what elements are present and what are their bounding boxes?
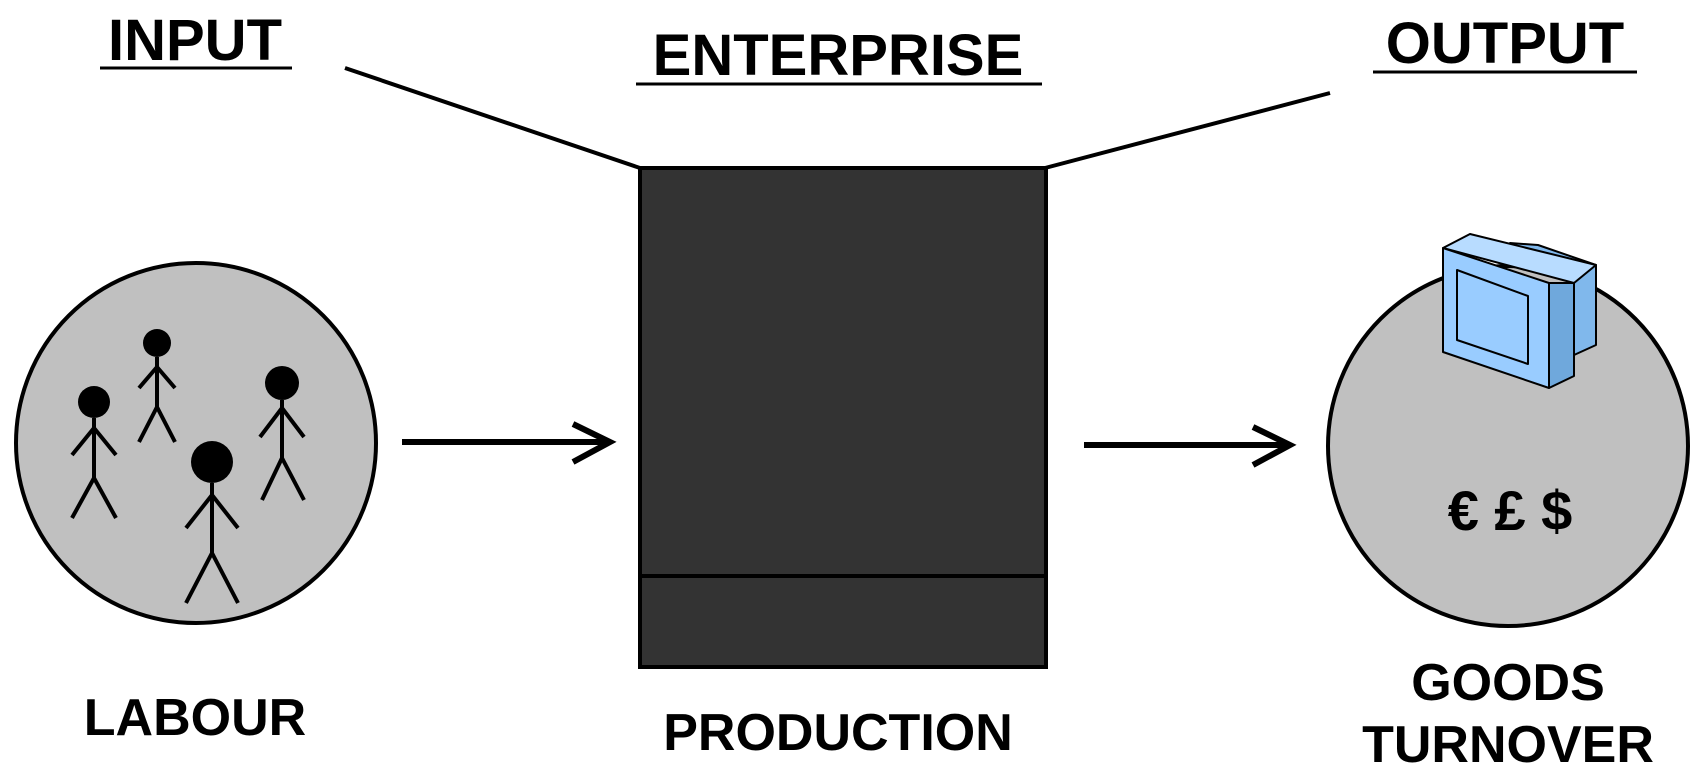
heading-input: INPUT <box>108 8 282 73</box>
arrow-right-icon <box>1084 424 1297 468</box>
stick-figure-icon <box>184 441 240 604</box>
production-box <box>638 166 1048 669</box>
stick-figure-icon <box>258 366 306 501</box>
label-production: PRODUCTION <box>663 704 1013 762</box>
monitor-icon <box>1442 233 1597 389</box>
arrow-right-icon <box>402 421 617 465</box>
labour-circle <box>14 261 378 625</box>
stick-figure-icon <box>70 386 118 519</box>
connector-line-left <box>344 66 641 170</box>
heading-enterprise: ENTERPRISE <box>653 23 1024 88</box>
label-turnover: TURNOVER <box>1362 716 1654 768</box>
production-box-body <box>638 166 1048 669</box>
output-group: € £ $ <box>1326 233 1690 628</box>
labour-group <box>14 261 378 625</box>
stick-figure-icon <box>137 329 177 443</box>
connector-line-right <box>1044 91 1331 170</box>
heading-output: OUTPUT <box>1386 11 1624 76</box>
currency-symbols: € £ $ <box>1448 479 1573 542</box>
label-labour: LABOUR <box>84 689 306 747</box>
label-goods: GOODS <box>1411 654 1605 712</box>
